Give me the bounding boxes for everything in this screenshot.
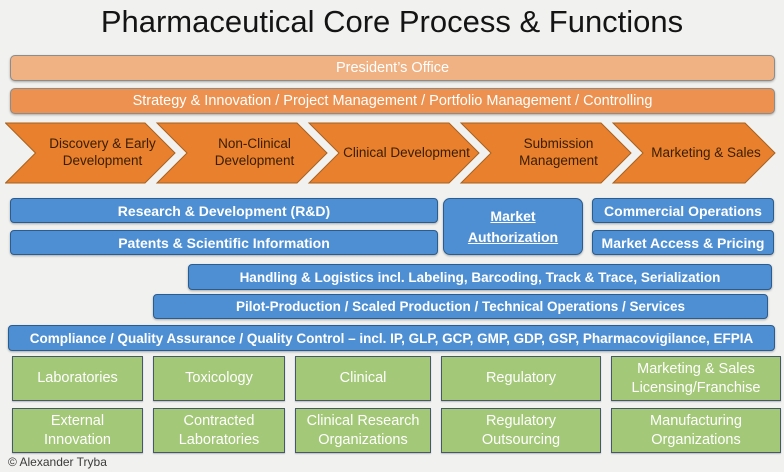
strategy-innovation-bar: Strategy & Innovation / Project Manageme… bbox=[10, 88, 775, 114]
process-arrow-non-clinical: Non-Clinical Development bbox=[214, 136, 295, 168]
market-access-pricing-bar: Market Access & Pricing bbox=[592, 230, 774, 255]
process-arrow-band: Discovery & Early Development Non-Clinic… bbox=[5, 122, 776, 184]
compliance-quality-bar: Compliance / Quality Assurance / Quality… bbox=[8, 325, 775, 351]
org-box-clinical: Clinical bbox=[295, 356, 431, 401]
org-box-laboratories: Laboratories bbox=[12, 356, 143, 401]
org-box-manufacturing-orgs: Manufacturing Organizations bbox=[611, 408, 781, 453]
org-box-contracted-laboratories: Contracted Laboratories bbox=[153, 408, 285, 453]
process-arrow-marketing-sales: Marketing & Sales bbox=[651, 144, 761, 160]
handling-logistics-bar: Handling & Logistics incl. Labeling, Bar… bbox=[188, 264, 772, 290]
org-box-external-innovation: External Innovation bbox=[12, 408, 143, 453]
org-box-toxicology: Toxicology bbox=[153, 356, 285, 401]
process-arrows-svg bbox=[5, 122, 776, 184]
market-authorization-box: Market Authorization bbox=[443, 198, 583, 255]
org-box-regulatory: Regulatory bbox=[441, 356, 601, 401]
process-arrow-clinical: Clinical Development bbox=[343, 144, 470, 160]
process-arrow-shape-1 bbox=[5, 122, 176, 184]
copyright-text: © Alexander Tryba bbox=[8, 455, 107, 469]
research-development-bar: Research & Development (R&D) bbox=[10, 198, 438, 223]
pilot-production-bar: Pilot-Production / Scaled Production / T… bbox=[153, 294, 768, 319]
commercial-operations-bar: Commercial Operations bbox=[592, 198, 774, 223]
org-box-marketing-licensing: Marketing & Sales Licensing/Franchise bbox=[611, 356, 781, 401]
org-box-clinical-research-orgs: Clinical Research Organizations bbox=[295, 408, 431, 453]
process-arrow-submission: Submission Management bbox=[519, 136, 598, 168]
process-arrow-shape-3 bbox=[307, 122, 480, 184]
process-arrow-discovery: Discovery & Early Development bbox=[49, 136, 156, 168]
org-box-regulatory-outsourcing: Regulatory Outsourcing bbox=[441, 408, 601, 453]
process-arrow-shape-5 bbox=[611, 122, 776, 184]
patents-scientific-information-bar: Patents & Scientific Information bbox=[10, 230, 438, 255]
organization-grid: Laboratories Toxicology Clinical Regulat… bbox=[12, 356, 781, 453]
process-arrow-shape-4 bbox=[459, 122, 632, 184]
diagram-title: Pharmaceutical Core Process & Functions bbox=[100, 4, 684, 39]
process-arrow-shape-2 bbox=[155, 122, 328, 184]
presidents-office-bar: President’s Office bbox=[10, 55, 775, 81]
